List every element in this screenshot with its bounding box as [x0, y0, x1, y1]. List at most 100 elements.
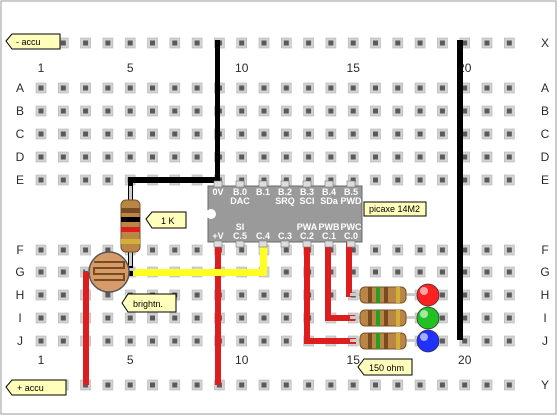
hole-center [127, 131, 133, 137]
hole-center [328, 382, 334, 388]
hole-center [395, 382, 401, 388]
chip-pin-label: C.2 [300, 231, 314, 241]
hole-center [83, 85, 89, 91]
chip-pin[interactable] [324, 240, 334, 248]
hole-center [60, 315, 66, 321]
wire-red-c2-h[interactable] [304, 338, 356, 344]
hole-center [172, 247, 178, 253]
chip-pin[interactable] [346, 180, 356, 188]
chip-pin-label: PWD [341, 196, 362, 206]
hole-center [395, 247, 401, 253]
wire-black-e-row[interactable] [128, 177, 220, 183]
hole-center [38, 108, 44, 114]
hole-center [261, 292, 267, 298]
hole-center [417, 40, 423, 46]
led-group [350, 283, 440, 353]
chip-pin[interactable] [235, 180, 245, 188]
resistor-band [376, 333, 380, 349]
wire-black-x-to-j[interactable] [457, 40, 463, 340]
led[interactable] [416, 329, 440, 353]
wire-red-c0[interactable] [346, 240, 352, 297]
chip-pin[interactable] [235, 240, 245, 248]
chip-pin[interactable] [280, 180, 290, 188]
hole-center [194, 131, 200, 137]
led-resistor[interactable] [359, 332, 407, 350]
row-letter-right: J [542, 334, 548, 348]
hole-center [373, 247, 378, 253]
chip-pin[interactable] [280, 240, 290, 248]
hole-center [239, 177, 245, 183]
hole-center [283, 85, 289, 91]
hole-center [150, 131, 155, 137]
wire-yellow-c4[interactable] [132, 269, 266, 276]
hole-center [261, 177, 267, 183]
hole-center [261, 40, 267, 46]
wire-red-left[interactable] [83, 272, 89, 385]
hole-center [105, 40, 111, 46]
hole-center [373, 131, 378, 137]
chip-pin[interactable] [302, 180, 312, 188]
hole-center [306, 108, 312, 114]
chip-pin-label: PWC [341, 222, 362, 232]
chip-pin[interactable] [346, 240, 356, 248]
hole-center [506, 315, 512, 321]
chip-pin-label: C.3 [278, 231, 292, 241]
hole-center [83, 154, 89, 160]
chip-pin[interactable] [213, 180, 223, 188]
wire-red-c1-h[interactable] [325, 315, 355, 321]
hole-center [283, 269, 289, 275]
hole-center [283, 108, 289, 114]
resistor-1k-band-3 [121, 227, 140, 232]
row-letter-right: D [541, 150, 550, 164]
chip-pin[interactable] [258, 240, 268, 248]
led-resistor[interactable] [359, 286, 407, 304]
hole-center [439, 269, 445, 275]
wire-black-x-to-chip[interactable] [215, 40, 220, 185]
hole-center [172, 382, 178, 388]
hole-center [239, 315, 245, 321]
chip-pin-label: PWA [297, 222, 318, 232]
hole-center [462, 338, 468, 344]
hole-center [150, 85, 155, 91]
hole-center [172, 40, 178, 46]
resistor-1k[interactable] [120, 186, 141, 266]
row-letter-left: G [15, 265, 24, 279]
wire-yellow-c4-v[interactable] [260, 240, 267, 275]
led[interactable] [416, 306, 440, 330]
hole-center [83, 177, 89, 183]
hole-center [462, 131, 468, 137]
hole-center [172, 338, 178, 344]
chip-pin[interactable] [324, 180, 334, 188]
hole-center [506, 40, 512, 46]
chip-pin[interactable] [258, 180, 268, 188]
hole-center [462, 154, 468, 160]
hole-center [350, 108, 356, 114]
breadboard-holes [35, 37, 515, 391]
hole-center [283, 154, 289, 160]
chip-pin[interactable] [302, 240, 312, 248]
hole-center [350, 382, 356, 388]
hole-center [417, 131, 423, 137]
hole-center [484, 154, 490, 160]
hole-center [506, 338, 512, 344]
callout-minus-accu: - accu [5, 33, 61, 50]
wire-red-plus-v[interactable] [215, 240, 221, 385]
ldr-sensor[interactable] [85, 251, 135, 293]
chip-pin-label: SI [236, 222, 245, 232]
chip-pin-label: B.2 [278, 187, 292, 197]
chip-pin[interactable] [213, 240, 223, 248]
hole-center [395, 269, 401, 275]
led[interactable] [416, 283, 440, 307]
hole-center [60, 292, 66, 298]
hole-center [328, 40, 334, 46]
hole-center [462, 247, 468, 253]
led-resistor[interactable] [359, 309, 407, 327]
hole-center [417, 154, 423, 160]
hole-center [484, 382, 490, 388]
hole-center [38, 154, 44, 160]
wire-red-c1[interactable] [325, 240, 331, 320]
wire-red-c2[interactable] [304, 240, 310, 343]
hole-center [38, 85, 44, 91]
